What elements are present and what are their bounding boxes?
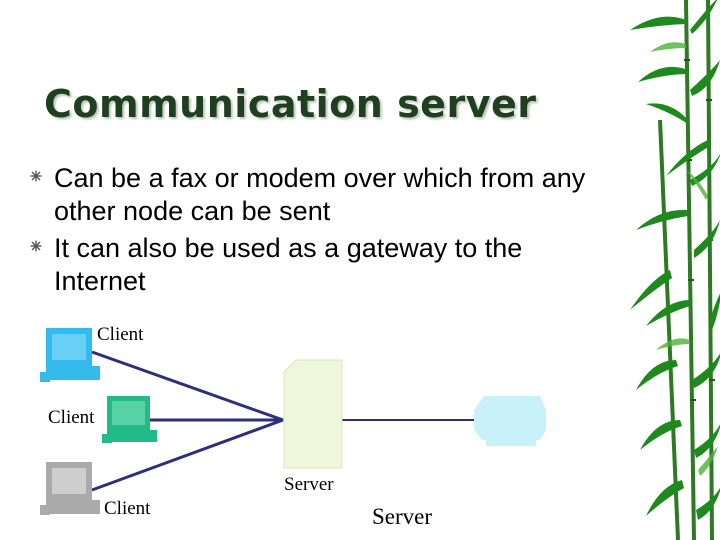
server-label-large: Server [372,504,433,529]
client-label: Client [97,324,144,345]
bullet-item: Can be a fax or modem over which from an… [30,162,590,228]
client-label: Client [48,407,95,428]
client-label: Client [104,498,151,519]
bullet-text: It can also be used as a gateway to the … [54,233,523,296]
link-line [91,418,284,492]
remote-device-icon [474,396,546,446]
client-computer-icon [102,396,157,443]
bullet-list: Can be a fax or modem over which from an… [30,162,590,302]
asterisk-bullet-icon [30,170,42,182]
server-label: Server [284,474,334,495]
bamboo-decoration [630,0,720,540]
client-computer-icon [40,462,100,515]
asterisk-bullet-icon [30,240,42,252]
link-line [91,350,284,422]
server-icon [283,359,343,469]
slide-title: Communication server [44,82,537,126]
bullet-item: It can also be used as a gateway to the … [30,232,590,298]
client-computer-icon [40,328,100,382]
bullet-text: Can be a fax or modem over which from an… [54,163,586,226]
